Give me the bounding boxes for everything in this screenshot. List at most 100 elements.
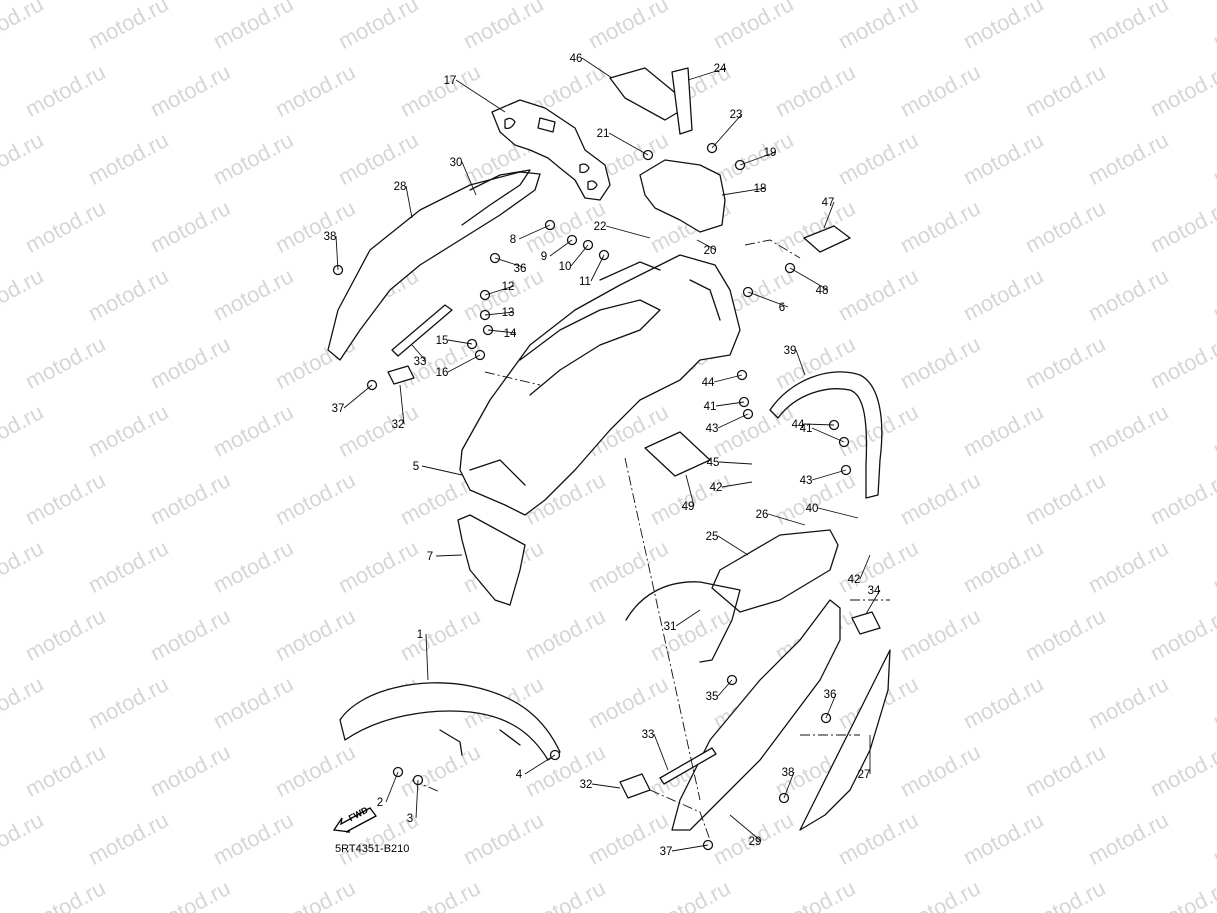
callout-3: 3 xyxy=(407,813,413,825)
leader-line-14 xyxy=(487,329,517,334)
callout-14: 14 xyxy=(504,328,517,340)
leader-line-12 xyxy=(484,285,515,296)
callout-21: 21 xyxy=(597,128,610,140)
callout-33b: 33 xyxy=(642,729,655,741)
callout-42b: 42 xyxy=(848,574,861,586)
leader-line-36a xyxy=(494,257,527,269)
leader-line-29 xyxy=(729,814,762,842)
callout-15: 15 xyxy=(436,335,449,347)
callout-12: 12 xyxy=(502,281,515,293)
callout-32b: 32 xyxy=(580,779,593,791)
leader-line-26 xyxy=(767,513,806,526)
callout-26: 26 xyxy=(756,509,769,521)
part-7-mudflap xyxy=(457,514,526,606)
callout-37b: 37 xyxy=(660,846,673,858)
part-18-bracket xyxy=(639,159,726,233)
callout-18: 18 xyxy=(754,183,767,195)
leader-line-30 xyxy=(461,161,477,196)
callout-40: 40 xyxy=(806,503,819,515)
callout-17: 17 xyxy=(444,75,457,87)
leader-line-19 xyxy=(739,151,777,166)
callout-46: 46 xyxy=(570,53,583,65)
leader-line-20 xyxy=(696,239,717,251)
leader-line-7 xyxy=(435,554,463,557)
assembly-line-3 xyxy=(484,371,541,386)
callout-43a: 43 xyxy=(706,423,719,435)
part-32-pad-upper xyxy=(387,365,415,385)
callout-38b: 38 xyxy=(782,767,795,779)
callout-5: 5 xyxy=(413,461,419,473)
part-34-block xyxy=(851,611,881,635)
leader-line-10 xyxy=(570,244,589,267)
part-5-detail xyxy=(469,261,721,486)
leader-line-2 xyxy=(385,771,399,803)
leader-line-4 xyxy=(524,754,556,775)
leader-line-43b xyxy=(811,469,847,481)
callout-33a: 33 xyxy=(414,356,427,368)
callout-7: 7 xyxy=(427,551,433,563)
callout-38a: 38 xyxy=(324,231,337,243)
part-25-tail-frame xyxy=(711,529,839,613)
callout-29: 29 xyxy=(749,836,762,848)
leader-line-47 xyxy=(823,201,835,229)
callout-47: 47 xyxy=(822,197,835,209)
callout-16: 16 xyxy=(436,367,449,379)
callout-27: 27 xyxy=(858,769,871,781)
assembly-line-2 xyxy=(744,239,801,259)
assembly-line-4 xyxy=(649,789,711,841)
callout-44a: 44 xyxy=(702,377,715,389)
callout-37a: 37 xyxy=(332,403,345,415)
leader-line-46 xyxy=(581,57,613,79)
part-5-rear-fender xyxy=(459,254,741,516)
leader-line-33a xyxy=(411,344,427,362)
leader-line-44a xyxy=(713,374,743,383)
leader-line-44b xyxy=(803,423,835,426)
part-27-trim xyxy=(799,649,891,831)
callout-19: 19 xyxy=(764,147,777,159)
leader-line-43a xyxy=(717,413,749,429)
callout-28: 28 xyxy=(394,181,407,193)
callout-4: 4 xyxy=(516,769,523,781)
part-17-bracket xyxy=(491,99,611,201)
forward-arrow-icon xyxy=(332,807,377,833)
leader-line-28 xyxy=(405,185,413,219)
forward-arrow-badge: FWD xyxy=(332,800,380,836)
leader-line-9 xyxy=(549,239,573,257)
leader-line-24 xyxy=(687,67,727,81)
callout-31: 31 xyxy=(664,621,677,633)
part-49-label-sheet xyxy=(644,431,711,477)
callout-30: 30 xyxy=(450,157,463,169)
leader-line-33b xyxy=(653,733,669,771)
part-24-stay xyxy=(671,67,693,135)
leader-line-32b xyxy=(591,783,621,789)
callout-48: 48 xyxy=(816,285,829,297)
callout-24: 24 xyxy=(714,63,727,75)
callout-8: 8 xyxy=(510,234,516,246)
leader-line-45 xyxy=(718,461,753,465)
callout-43b: 43 xyxy=(800,475,813,487)
part-30-trim xyxy=(461,169,531,226)
callout-numbers: 1234567891011121314151617181920212223242… xyxy=(324,53,881,858)
callout-42a: 42 xyxy=(710,482,723,494)
leader-line-8 xyxy=(518,224,551,240)
callout-44b: 44 xyxy=(792,419,805,431)
part-1-mounting xyxy=(439,729,521,756)
part-32-pad-lower xyxy=(619,773,651,799)
part-31-rail xyxy=(625,581,741,663)
leader-line-22 xyxy=(605,225,651,239)
leader-line-42a xyxy=(721,481,753,488)
leader-line-42b xyxy=(859,554,871,580)
callout-32a: 32 xyxy=(392,419,405,431)
leader-line-11 xyxy=(590,254,605,282)
leader-line-49 xyxy=(685,474,695,507)
leader-line-38b xyxy=(783,771,795,799)
leader-line-21 xyxy=(608,132,649,156)
part-33-strip-upper xyxy=(391,304,453,357)
leader-line-16 xyxy=(447,354,481,373)
leader-line-25 xyxy=(717,535,749,556)
callout-2: 2 xyxy=(377,797,383,809)
callout-25: 25 xyxy=(706,531,719,543)
leader-line-15 xyxy=(447,339,473,345)
